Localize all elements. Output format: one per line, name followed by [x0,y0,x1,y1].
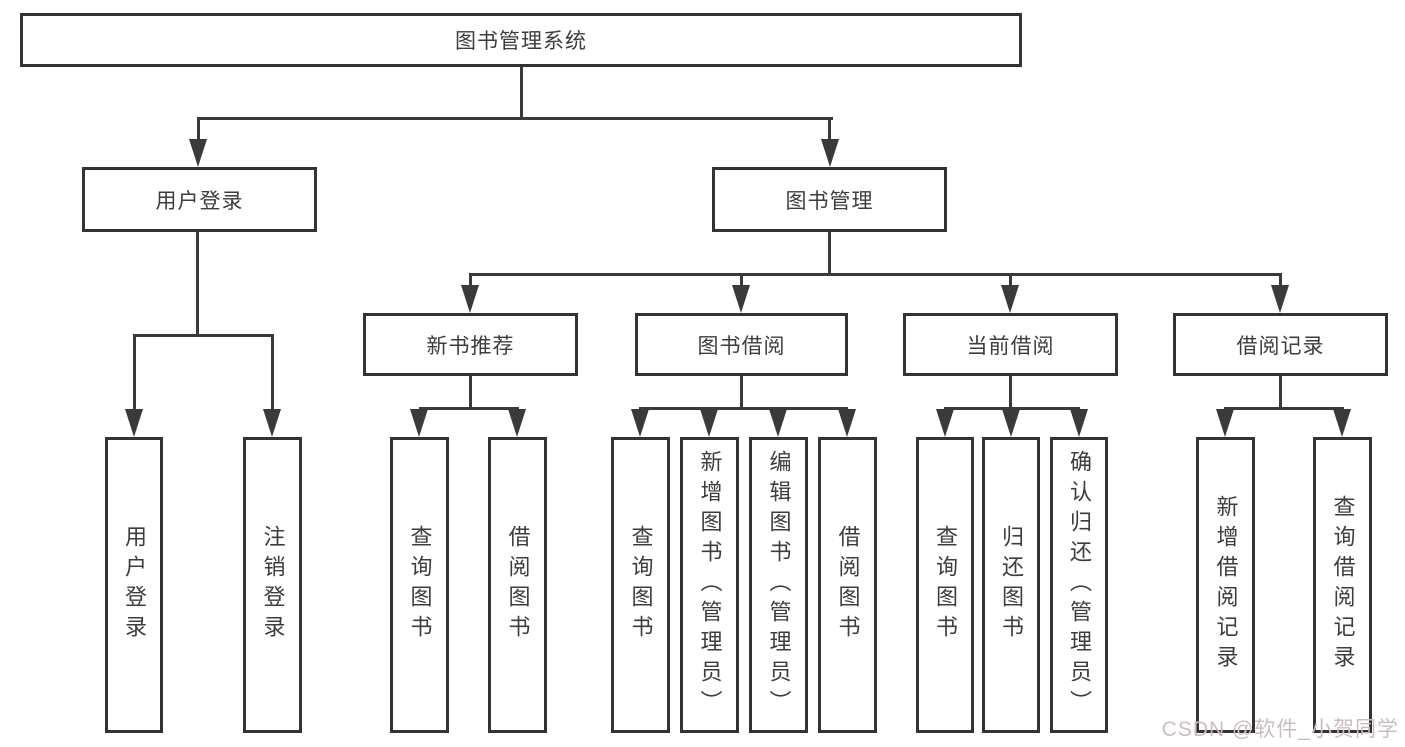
connector-sec0-stem [469,376,472,409]
leaf-borrow-books-recommend-label: 借阅图书 [505,525,531,645]
connector-sec1-stem [740,376,743,409]
arrow-down-icon [1216,409,1234,437]
node-book-management-label: 图书管理 [785,189,874,213]
leaf-return-books: 归还图书 [982,437,1040,733]
node-root-label: 图书管理系统 [455,30,587,53]
connector-sec3-bar [1224,407,1344,410]
leaf-query-borrow-record: 查询借阅记录 [1313,437,1372,733]
connector-section-drop [1279,273,1282,287]
leaf-query-books-borrow-label: 查询图书 [628,525,654,645]
connector-section-drop [740,273,743,287]
connector-mgmt-drop [828,117,831,143]
leaf-query-books-recommend-label: 查询图书 [407,525,433,645]
arrow-down-icon [508,409,526,437]
node-book-management: 图书管理 [712,167,947,232]
connector-root-bar [197,117,833,120]
leaf-borrow-books-recommend: 借阅图书 [488,437,547,733]
arrow-down-icon [410,409,428,437]
leaf-return-books-label: 归还图书 [999,525,1024,645]
node-borrow-records: 借阅记录 [1173,313,1388,376]
arrow-down-icon [1333,409,1351,437]
leaf-edit-books-admin-label: 编辑图书（管理员） [766,450,792,720]
leaf-confirm-return-admin-label: 确认归还（管理员） [1067,450,1092,720]
arrow-down-icon [700,409,718,437]
arrow-down-icon [1002,409,1020,437]
arrow-down-icon [1001,285,1019,313]
connector-sec1-bar [639,407,848,410]
connector-login-stem [196,232,199,336]
node-user-login-label: 用户登录 [155,189,244,213]
connector-sec2-stem [1009,376,1012,409]
node-new-book-recommend-label: 新书推荐 [426,334,515,358]
node-current-borrow: 当前借阅 [903,313,1118,376]
node-user-login: 用户登录 [82,167,317,232]
connector-mgmt-stem [828,232,831,276]
leaf-borrow-books: 借阅图书 [818,437,877,733]
leaf-user-login: 用户登录 [105,437,163,733]
node-book-borrow-label: 图书借阅 [697,334,786,358]
leaf-add-books-admin-label: 新增图书（管理员） [697,450,723,720]
connector-sec2-bar [944,407,1080,410]
connector-login-drop [197,117,200,143]
arrow-down-icon [461,285,479,313]
leaf-query-books-current: 查询图书 [916,437,974,733]
connector-sec0-bar [419,407,519,410]
leaf-borrow-books-label: 借阅图书 [835,525,861,645]
arrow-down-icon [821,139,839,167]
leaf-query-borrow-record-label: 查询借阅记录 [1330,495,1356,675]
node-current-borrow-label: 当前借阅 [966,334,1055,358]
leaf-add-borrow-record-label: 新增借阅记录 [1213,495,1239,675]
leaf-logout-label: 注销登录 [260,525,286,645]
arrow-down-icon [189,139,207,167]
node-root-system: 图书管理系统 [20,13,1022,67]
arrow-down-icon [125,409,143,437]
leaf-user-login-label: 用户登录 [122,525,147,645]
leaf-query-books-current-label: 查询图书 [933,525,958,645]
arrow-down-icon [631,409,649,437]
leaf-add-books-admin: 新增图书（管理员） [680,437,739,733]
arrow-down-icon [732,285,750,313]
connector-root-stem [520,67,523,119]
arrow-down-icon [263,409,281,437]
arrow-down-icon [838,409,856,437]
leaf-add-borrow-record: 新增借阅记录 [1196,437,1255,733]
leaf-logout: 注销登录 [243,437,302,733]
connector-login-child-drop [271,334,274,411]
node-borrow-records-label: 借阅记录 [1236,334,1325,358]
arrow-down-icon [769,409,787,437]
leaf-query-books-recommend: 查询图书 [390,437,449,733]
leaf-confirm-return-admin: 确认归还（管理员） [1050,437,1108,733]
node-new-book-recommend: 新书推荐 [363,313,578,376]
arrow-down-icon [1271,285,1289,313]
leaf-edit-books-admin: 编辑图书（管理员） [749,437,808,733]
connector-sec3-stem [1279,376,1282,409]
connector-section-drop [1009,273,1012,287]
leaf-query-books-borrow: 查询图书 [611,437,670,733]
connector-section-drop [469,273,472,287]
connector-mgmt-bar [469,273,1282,276]
node-book-borrow: 图书借阅 [635,313,848,376]
connector-login-child-drop [133,334,136,411]
arrow-down-icon [936,409,954,437]
connector-login-bar [133,334,274,337]
arrow-down-icon [1070,409,1088,437]
